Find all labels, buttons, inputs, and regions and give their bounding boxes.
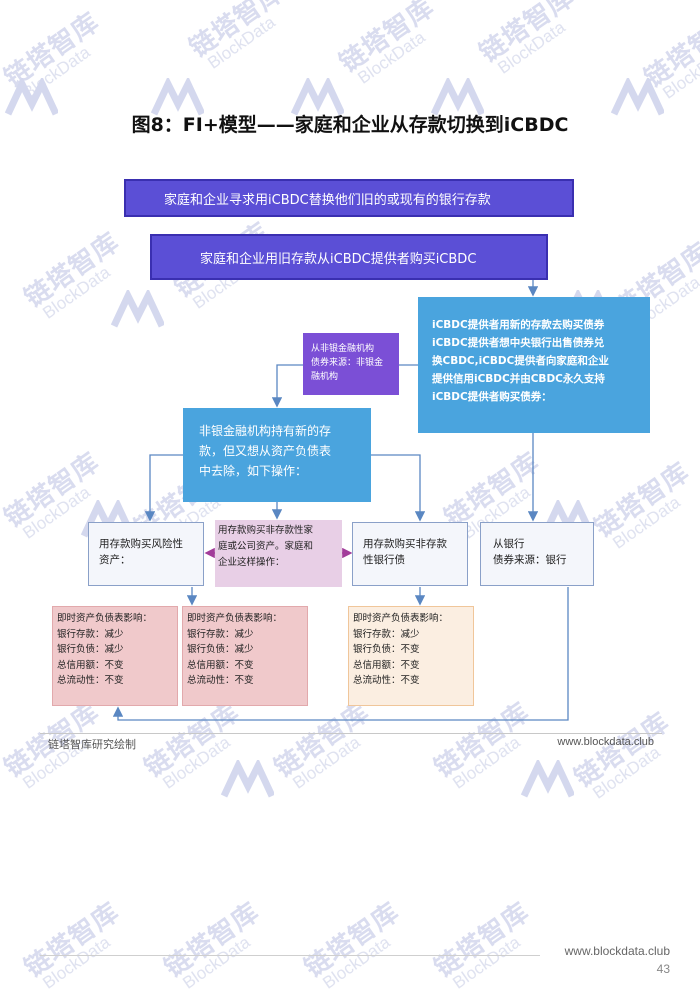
buy-nondeposit-assets-box: 用存款购买非存款性家 庭或公司资产。家庭和 企业这样操作：	[215, 520, 342, 587]
watermark-logo-icon	[4, 78, 58, 116]
buy-nondeposit-line: 用存款购买非存款性家	[218, 525, 314, 536]
nonbank-source-line: 债券来源：非银金	[311, 358, 384, 368]
from-bank-line: 从银行	[493, 538, 525, 550]
buy-risky-assets-box: 用存款购买风险性 资产：	[88, 522, 204, 586]
watermark-logo-icon	[520, 760, 574, 798]
impact-line: 即时资产负债表影响：	[57, 613, 153, 624]
impact-line: 银行存款：减少	[353, 628, 420, 640]
from-bank-line: 债券来源：银行	[493, 554, 567, 566]
arrow-nonbank-to-bankdebt	[371, 454, 426, 522]
buy-risky-line: 用存款购买风险性	[99, 538, 183, 550]
watermark-logo-icon	[610, 78, 664, 116]
provider-line: 提供信用iCBDC并由CBDC永久支持	[432, 373, 605, 385]
nonbank-holds-box: 非银金融机构持有新的存 款，但又想从资产负债表 中去除，如下操作：	[183, 408, 371, 502]
impact-line: 银行存款：减少	[187, 628, 254, 640]
impact-line: 银行负债：减少	[57, 644, 124, 655]
page-number: 43	[656, 962, 670, 976]
buy-nondeposit-line: 庭或公司资产。家庭和	[218, 541, 314, 552]
buy-bank-debt-line: 用存款购买非存款	[363, 538, 447, 550]
from-bank-box: 从银行 债券来源：银行	[480, 522, 594, 586]
watermark-logo-icon	[290, 78, 344, 116]
watermark-logo-icon	[220, 760, 274, 798]
buy-nondeposit-line: 企业这样操作：	[218, 557, 285, 568]
page-footer-divider	[40, 955, 540, 956]
step-seek-replace-deposits: 家庭和企业寻求用iCBDC替换他们旧的或现有的银行存款	[124, 179, 574, 217]
nonbank-holds-line: 非银金融机构持有新的存	[199, 424, 332, 438]
impact-line: 总流动性：不变	[353, 675, 420, 686]
buy-bank-debt-box: 用存款购买非存款 性银行债	[352, 522, 468, 586]
impact-box-risky: 即时资产负债表影响： 银行存款：减少 银行负债：减少 总信用额：不变 总流动性：…	[52, 606, 178, 706]
watermark-logo-icon	[430, 78, 484, 116]
impact-box-bank-debt: 即时资产负债表影响： 银行存款：减少 银行负债：不变 总信用额：不变 总流动性：…	[348, 606, 474, 706]
impact-line: 银行存款：减少	[57, 628, 124, 640]
impact-line: 即时资产负债表影响：	[187, 613, 283, 624]
arrow-bank-loop	[112, 587, 569, 721]
provider-line: iCBDC提供者用新的存款去购买债券	[432, 319, 605, 331]
provider-line: 换CBDC,iCBDC提供者向家庭和企业	[432, 355, 609, 367]
step-buy-icbdc-label: 家庭和企业用旧存款从iCBDC提供者购买iCBDC	[200, 251, 477, 267]
watermark-logo-icon	[150, 78, 204, 116]
buy-risky-line: 资产：	[99, 554, 131, 566]
impact-line: 总信用额：不变	[353, 659, 420, 671]
figure-site-url: www.blockdata.club	[557, 736, 654, 748]
impact-line: 即时资产负债表影响：	[353, 613, 449, 624]
provider-line: iCBDC提供者想中央银行出售债券兑	[432, 337, 605, 349]
arrow-nonbank-to-risky	[144, 454, 183, 522]
nonbank-holds-line: 款，但又想从资产负债表	[199, 444, 332, 458]
impact-box-household: 即时资产负债表影响： 银行存款：减少 银行负债：减少 总信用额：不变 总流动性：…	[182, 606, 308, 706]
impact-line: 总信用额：不变	[57, 659, 124, 671]
impact-line: 总流动性：不变	[187, 675, 254, 686]
page-footer-url: www.blockdata.club	[564, 944, 670, 958]
provider-box: iCBDC提供者用新的存款去购买债券 iCBDC提供者想中央银行出售债券兑 换C…	[418, 297, 650, 433]
watermark-logo-icon	[110, 290, 164, 328]
step-buy-icbdc: 家庭和企业用旧存款从iCBDC提供者购买iCBDC	[150, 234, 548, 280]
impact-line: 银行负债：减少	[187, 644, 254, 655]
impact-line: 总流动性：不变	[57, 675, 124, 686]
nonbank-source-line: 融机构	[311, 372, 339, 382]
figure-source: 链塔智库研究绘制	[48, 738, 136, 751]
figure-divider	[40, 733, 662, 734]
nonbank-source-line: 从非银金融机构	[311, 344, 375, 354]
figure-title: 图8：FI+模型——家庭和企业从存款切换到iCBDC	[131, 114, 569, 136]
nonbank-holds-line: 中去除，如下操作：	[199, 464, 308, 478]
buy-bank-debt-line: 性银行债	[363, 554, 405, 566]
nonbank-source-box: 从非银金融机构 债券来源：非银金 融机构	[303, 333, 399, 395]
provider-line: iCBDC提供者购买债券：	[432, 391, 552, 403]
impact-line: 银行负债：不变	[353, 644, 420, 655]
step-seek-replace-label: 家庭和企业寻求用iCBDC替换他们旧的或现有的银行存款	[164, 192, 491, 208]
impact-line: 总信用额：不变	[187, 659, 254, 671]
